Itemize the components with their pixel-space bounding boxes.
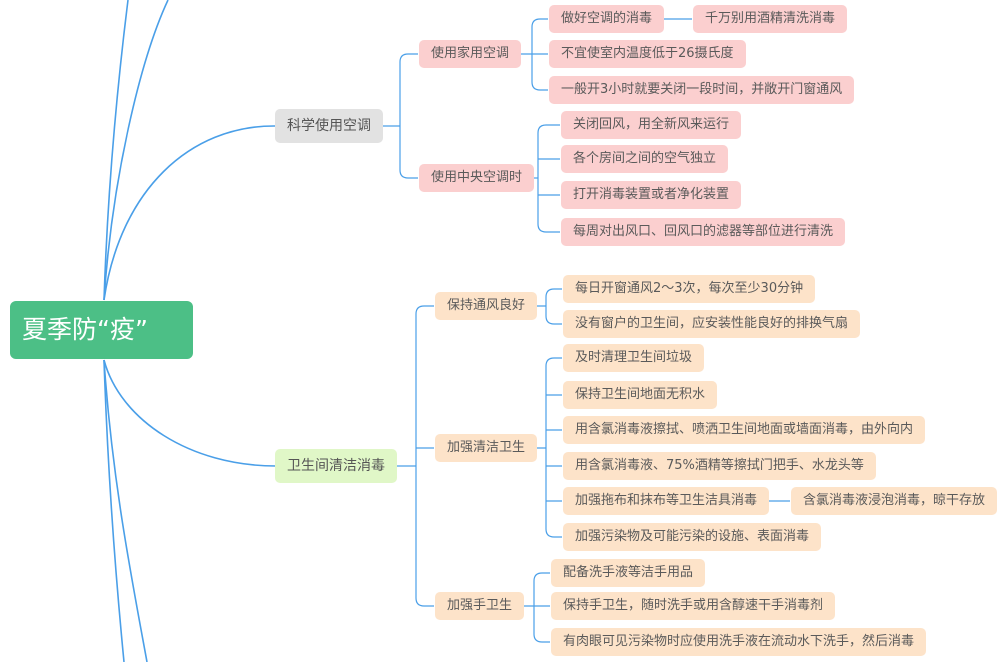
subtopic-purifier[interactable]: 打开消毒装置或者净化装置 bbox=[561, 181, 742, 209]
root-link-offscreen-4 bbox=[103, 359, 148, 662]
subtopic-label: 每周对出风口、回风口的滤器等部位进行清洗 bbox=[573, 224, 834, 239]
topic-ventilation[interactable]: 保持通风良好 bbox=[435, 292, 538, 320]
subtopic-label: 打开消毒装置或者净化装置 bbox=[573, 187, 730, 202]
subtopic-label: 关闭回风，用全新风来运行 bbox=[573, 117, 730, 132]
subtopic-label: 用含氯消毒液、75%酒精等擦拭门把手、水龙头等 bbox=[575, 458, 864, 473]
subtopic-label: 一般开3小时就要关闭一段时间，并敞开门窗通风 bbox=[561, 82, 843, 97]
subtopic-wipe-handles[interactable]: 用含氯消毒液、75%酒精等擦拭门把手、水龙头等 bbox=[563, 452, 876, 480]
root-node[interactable]: 夏季防“疫” bbox=[10, 301, 193, 359]
topic-home-ac[interactable]: 使用家用空调 bbox=[419, 40, 522, 68]
root-link-branch-2 bbox=[103, 359, 277, 467]
topic-label: 使用中央空调时 bbox=[431, 170, 523, 185]
root-label: 夏季防“疫” bbox=[22, 315, 148, 344]
subtopic-weekly-clean[interactable]: 每周对出风口、回风口的滤器等部位进行清洗 bbox=[561, 218, 846, 246]
subtopic-no-alcohol[interactable]: 千万别用酒精清洗消毒 bbox=[693, 5, 848, 33]
root-link-offscreen-1 bbox=[103, 0, 129, 301]
subtopic-soak-dry[interactable]: 含氯消毒液浸泡消毒，晾干存放 bbox=[791, 487, 998, 515]
subtopic-label: 没有窗户的卫生间，应安装性能良好的排换气扇 bbox=[575, 316, 849, 331]
subtopic-label: 加强污染物及可能污染的设施、表面消毒 bbox=[575, 529, 810, 544]
topic-cleaning[interactable]: 加强清洁卫生 bbox=[435, 434, 538, 462]
topic-label: 加强手卫生 bbox=[447, 598, 513, 613]
subtopic-label: 加强拖布和抹布等卫生洁具消毒 bbox=[575, 493, 758, 508]
subtopic-visible-dirt[interactable]: 有肉眼可见污染物时应使用洗手液在流动水下洗手，然后消毒 bbox=[551, 628, 927, 656]
subtopic-fresh-air[interactable]: 关闭回风，用全新风来运行 bbox=[561, 111, 742, 139]
subtopic-hand-soap[interactable]: 配备洗手液等洁手用品 bbox=[551, 559, 706, 587]
subtopic-chlorine-spray[interactable]: 用含氯消毒液擦拭、喷洒卫生间地面或墙面消毒，由外向内 bbox=[563, 416, 926, 444]
subtopic-label: 保持卫生间地面无积水 bbox=[575, 387, 706, 402]
subtopic-label: 含氯消毒液浸泡消毒，晾干存放 bbox=[803, 493, 986, 508]
subtopic-label: 千万别用酒精清洗消毒 bbox=[705, 11, 836, 26]
topic-label: 加强清洁卫生 bbox=[447, 440, 526, 455]
subtopic-dry-floor[interactable]: 保持卫生间地面无积水 bbox=[563, 381, 718, 409]
subtopic-garbage[interactable]: 及时清理卫生间垃圾 bbox=[563, 344, 705, 372]
subtopic-surface-disinfect[interactable]: 加强污染物及可能污染的设施、表面消毒 bbox=[563, 523, 822, 551]
root-link-offscreen-2 bbox=[103, 0, 169, 301]
subtopic-independent-air[interactable]: 各个房间之间的空气独立 bbox=[561, 145, 729, 173]
subtopic-label: 有肉眼可见污染物时应使用洗手液在流动水下洗手，然后消毒 bbox=[563, 634, 915, 649]
root-link-offscreen-3 bbox=[103, 359, 125, 662]
subtopic-label: 不宜使室内温度低于26摄氏度 bbox=[561, 46, 734, 61]
subtopic-ac-disinfect[interactable]: 做好空调的消毒 bbox=[549, 5, 665, 33]
subtopic-label: 配备洗手液等洁手用品 bbox=[563, 565, 694, 580]
subtopic-exhaust-fan[interactable]: 没有窗户的卫生间，应安装性能良好的排换气扇 bbox=[563, 310, 861, 338]
subtopic-label: 做好空调的消毒 bbox=[561, 11, 653, 26]
subtopic-label: 用含氯消毒液擦拭、喷洒卫生间地面或墙面消毒，由外向内 bbox=[575, 422, 914, 437]
subtopic-ventilate[interactable]: 一般开3小时就要关闭一段时间，并敞开门窗通风 bbox=[549, 76, 855, 104]
topic-central-ac[interactable]: 使用中央空调时 bbox=[419, 164, 535, 192]
subtopic-mop-disinfect[interactable]: 加强拖布和抹布等卫生洁具消毒 bbox=[563, 487, 770, 515]
subtopic-wash-hands[interactable]: 保持手卫生，随时洗手或用含醇速干手消毒剂 bbox=[551, 592, 836, 620]
topic-label: 保持通风良好 bbox=[447, 298, 526, 313]
subtopic-label: 保持手卫生，随时洗手或用含醇速干手消毒剂 bbox=[563, 598, 824, 613]
branch-label: 科学使用空调 bbox=[287, 118, 371, 134]
subtopic-label: 及时清理卫生间垃圾 bbox=[575, 350, 693, 365]
branch-node-bathroom[interactable]: 卫生间清洁消毒 bbox=[275, 449, 397, 483]
subtopic-open-window[interactable]: 每日开窗通风2～3次，每次至少30分钟 bbox=[563, 275, 816, 303]
branch-label: 卫生间清洁消毒 bbox=[287, 458, 385, 474]
branch-node-ac[interactable]: 科学使用空调 bbox=[275, 109, 383, 143]
subtopic-temperature[interactable]: 不宜使室内温度低于26摄氏度 bbox=[549, 40, 746, 68]
topic-label: 使用家用空调 bbox=[431, 46, 510, 61]
subtopic-label: 每日开窗通风2～3次，每次至少30分钟 bbox=[575, 281, 804, 296]
root-link-branch-1 bbox=[103, 125, 277, 301]
subtopic-label: 各个房间之间的空气独立 bbox=[573, 151, 717, 166]
topic-hand-hygiene[interactable]: 加强手卫生 bbox=[435, 592, 525, 620]
